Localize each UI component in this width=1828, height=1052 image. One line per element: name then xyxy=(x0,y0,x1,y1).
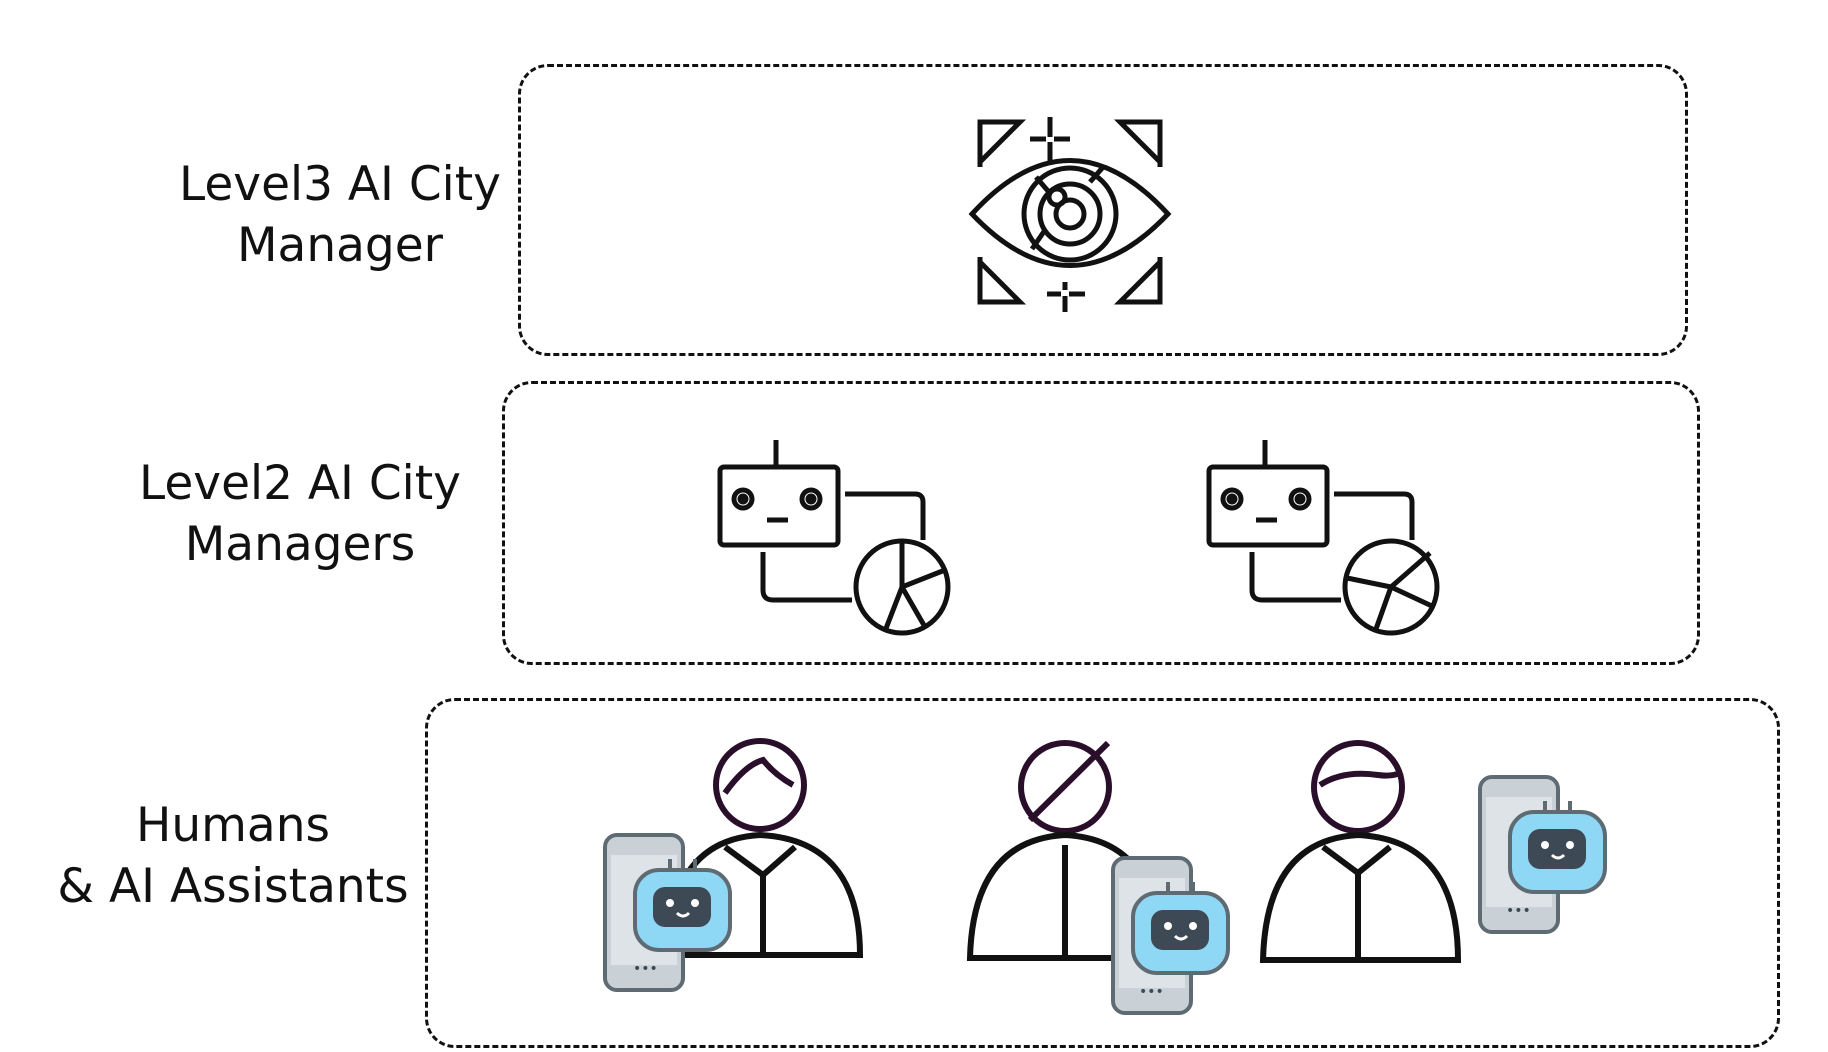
person-with-chatbot-phone-icon: ••• xyxy=(1259,740,1607,963)
level2-label: Level2 AI City Managers xyxy=(110,453,490,575)
level1-label: Humans & AI Assistants xyxy=(38,795,428,917)
robot-chart-icon xyxy=(717,440,951,636)
chatbot-phone-icon: ••• xyxy=(603,833,732,992)
level1-label-line1: Humans xyxy=(136,798,330,853)
chatbot-phone-icon: ••• xyxy=(1478,775,1607,934)
level2-label-line1: Level2 AI City xyxy=(139,456,461,511)
level2-tier-box xyxy=(502,381,1700,665)
svg-text:•••: ••• xyxy=(1506,903,1531,919)
level3-label: Level3 AI City Manager xyxy=(150,154,530,276)
level3-tier-box xyxy=(518,64,1688,356)
level2-label-line2: Managers xyxy=(184,517,416,572)
svg-text:•••: ••• xyxy=(1139,984,1164,1000)
person-with-chatbot-phone-icon: ••• xyxy=(603,738,864,992)
person-with-chatbot-phone-icon: ••• xyxy=(966,740,1230,1015)
level3-label-line2: Manager xyxy=(236,218,443,273)
level1-label-line2: & AI Assistants xyxy=(57,859,409,914)
level3-label-line1: Level3 AI City xyxy=(179,157,501,212)
level1-tier-box xyxy=(425,698,1780,1048)
chatbot-phone-icon: ••• xyxy=(1111,856,1230,1015)
eye-scan-icon xyxy=(968,117,1172,312)
svg-text:•••: ••• xyxy=(633,961,658,977)
robot-chart-icon xyxy=(1206,440,1440,636)
